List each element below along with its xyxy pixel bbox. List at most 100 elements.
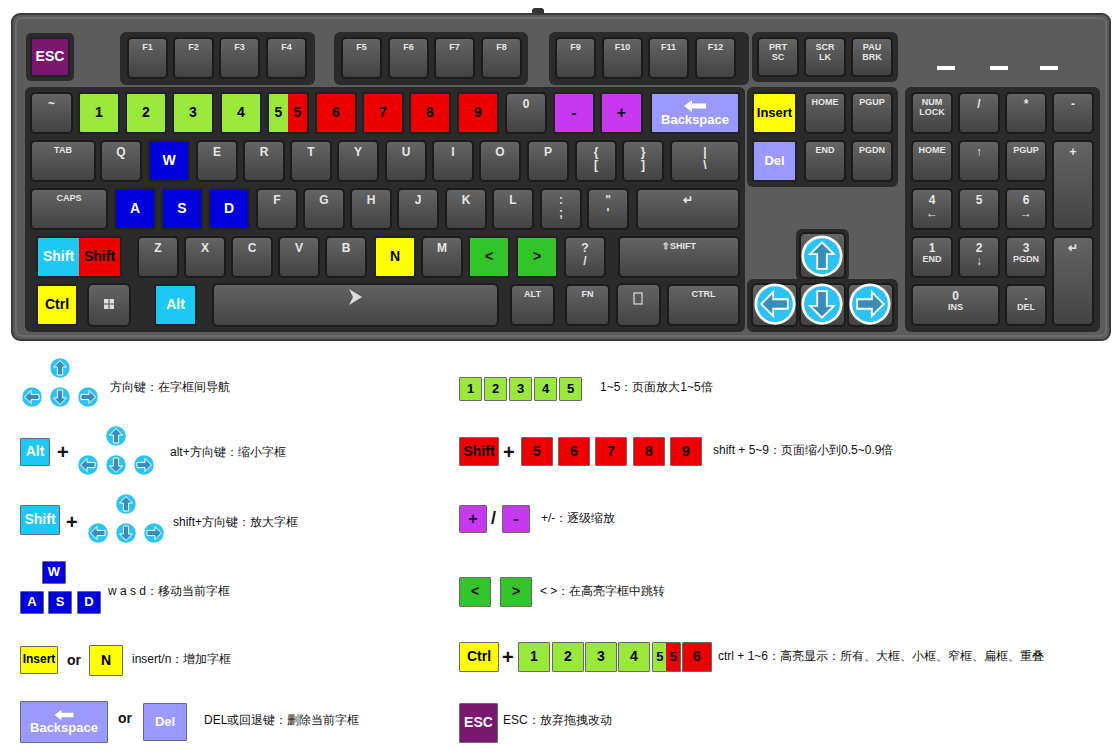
key-label: 1 xyxy=(929,242,936,255)
key-cap: P xyxy=(527,140,569,182)
key-cap: 1END xyxy=(911,236,953,278)
windows-icon xyxy=(104,299,114,309)
key-cap: Ctrl xyxy=(459,642,499,672)
key-cap: Del xyxy=(143,703,187,741)
key-label: PGUP xyxy=(1013,146,1039,156)
key-cap: 0 xyxy=(505,92,547,134)
key-label: → xyxy=(1020,207,1032,220)
key-label: K xyxy=(462,194,471,207)
key-label: PGUP xyxy=(859,98,885,108)
key-label: 4 xyxy=(630,649,638,664)
key-label: 4 xyxy=(237,105,245,120)
key-label: 2 xyxy=(492,382,499,396)
key-cap: PRT SC xyxy=(757,37,799,77)
key-cap: 2 xyxy=(552,642,584,672)
operator-sign: + xyxy=(66,510,78,534)
key-label: ~ xyxy=(48,98,55,111)
key-cap: 6→ xyxy=(1005,188,1047,230)
key-label: 6 xyxy=(1023,194,1030,207)
key-label: 1 xyxy=(95,105,103,120)
key-label: 9 xyxy=(682,444,690,459)
key-cap: CAPS xyxy=(30,188,108,230)
key-cap: 3PGDN xyxy=(1005,236,1047,278)
key-label: F1 xyxy=(142,43,153,53)
key-cap: ↵ xyxy=(636,188,740,230)
key-label: J xyxy=(415,194,422,207)
key-cap: F11 xyxy=(648,37,689,79)
key-cap: > xyxy=(500,577,532,607)
key-label: ESC xyxy=(464,715,493,730)
key-cap: 1 xyxy=(518,642,550,672)
key-label: ' xyxy=(607,207,610,220)
key-cap: F8 xyxy=(481,37,522,79)
key-cap: + xyxy=(1052,140,1094,230)
key-cap: Backspace xyxy=(650,92,740,134)
key-label: . xyxy=(1024,290,1027,303)
key-label: F10 xyxy=(615,43,631,53)
key-label: F11 xyxy=(661,43,676,53)
key-label: Q xyxy=(116,146,125,159)
key-label: 0 xyxy=(523,98,530,111)
key-label: 6 xyxy=(570,444,578,459)
key-cap: F2 xyxy=(173,37,214,79)
key-wells xyxy=(25,32,1100,332)
key-label: END xyxy=(922,255,941,265)
operator-sign: or xyxy=(118,710,132,727)
key-label: DEL xyxy=(1017,303,1035,313)
key-cap: "' xyxy=(587,188,629,230)
legend-description: shift + 5~9：页面缩小到0.5~0.9倍 xyxy=(713,443,893,457)
key-label: Insert xyxy=(757,106,792,120)
legend-description: 方向键：在字框间导航 xyxy=(110,380,230,394)
key-cap: + xyxy=(600,92,643,134)
key-label: 3 xyxy=(517,382,524,396)
key-label: F2 xyxy=(188,43,199,53)
key-cap: PGUP xyxy=(851,92,893,134)
key-cap: B xyxy=(325,236,367,278)
key-label: PGDN xyxy=(1013,255,1039,265)
legend-description: insert/n：增加字框 xyxy=(132,652,231,666)
key-label: O xyxy=(495,146,504,159)
key-label: H xyxy=(367,194,376,207)
status-leds xyxy=(937,66,1058,70)
key-label: X xyxy=(201,242,209,255)
key-cap: < xyxy=(459,577,491,607)
key-cap: NUM LOCK xyxy=(911,92,953,134)
key-cap: 2 xyxy=(484,377,507,401)
key-label: 4 xyxy=(542,382,549,396)
key-label: I xyxy=(451,146,454,159)
key-cap: {[ xyxy=(575,140,617,182)
key-label: Y xyxy=(354,146,362,159)
key-cap: J xyxy=(397,188,439,230)
key-label: ← xyxy=(926,207,938,220)
key-cap: Alt xyxy=(20,438,50,466)
menu-icon xyxy=(634,293,642,304)
key-label: F6 xyxy=(403,43,414,53)
key-cap: > xyxy=(516,236,558,278)
key-cap: - xyxy=(502,505,530,533)
key-label: 3 xyxy=(1023,242,1030,255)
key-label: S xyxy=(177,201,186,216)
legend-description: w a s d：移动当前字框 xyxy=(108,584,230,598)
legend-description: ctrl + 1~6：高亮显示：所有、大框、小框、窄框、扁框、重叠 xyxy=(718,649,1044,663)
key-label: } xyxy=(641,146,646,159)
key-cap: 0INS xyxy=(911,284,1000,326)
blank-keys xyxy=(88,233,893,326)
key-label: U xyxy=(402,146,411,159)
key-label: Ctrl xyxy=(467,649,491,664)
legend-arrow-cluster xyxy=(88,494,165,544)
key-label: > xyxy=(512,584,520,599)
key-label: D xyxy=(84,595,93,609)
key-label: 5 xyxy=(533,444,541,459)
key-label: P xyxy=(544,146,552,159)
key-cap: 9 xyxy=(670,437,702,466)
key-cap: 1 xyxy=(78,92,120,134)
key-cap: ALT xyxy=(510,284,555,326)
key-cap: PGDN xyxy=(851,140,893,182)
key-label: 0 xyxy=(952,290,959,303)
key-label: - xyxy=(571,104,576,122)
key-cap: PGUP xyxy=(1005,140,1047,182)
key-label: 7 xyxy=(379,105,387,120)
key-cap: 7 xyxy=(595,437,627,466)
key-cap: 9 xyxy=(457,92,499,134)
key-cap: END xyxy=(804,140,846,182)
